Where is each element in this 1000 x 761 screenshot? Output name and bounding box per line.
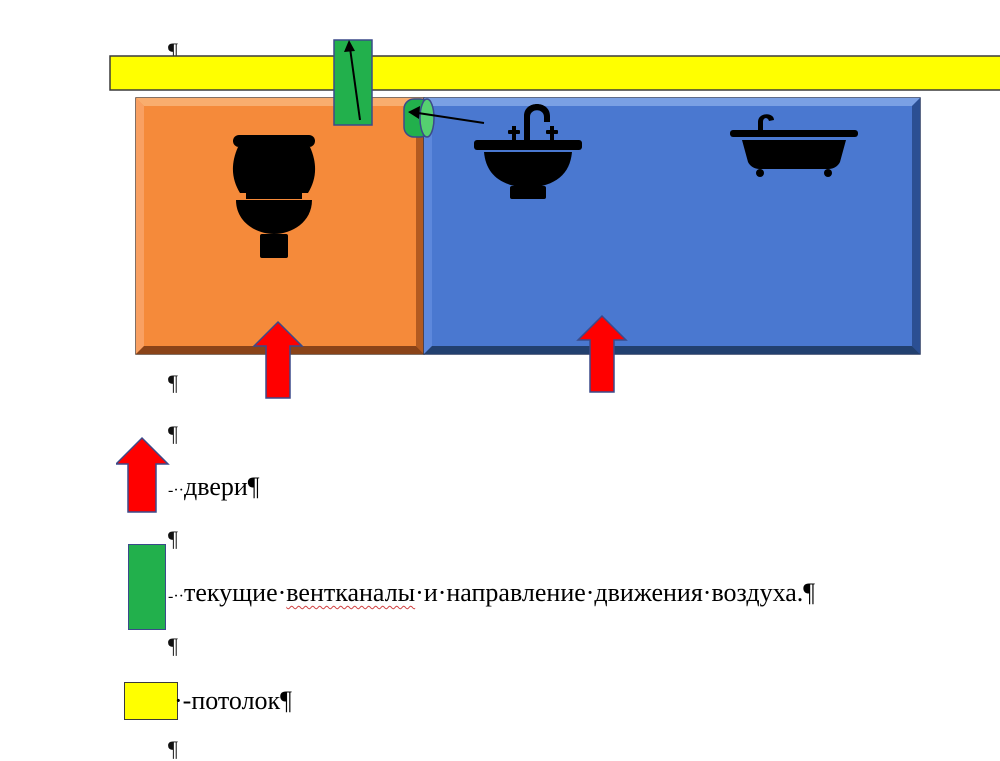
paragraph-mark-1: ¶ [168,38,178,63]
legend-ceiling-prefix: ·- [174,686,192,715]
airflow-arrow-up [344,40,361,121]
legend-doors-label: -··двери¶ [168,474,260,500]
ceiling-bar [109,55,1000,91]
vent-channel-vertical [333,39,373,126]
door-arrow-toilet [252,320,304,399]
paragraph-mark-3: ¶ [168,421,178,446]
legend-doors-text: двери¶ [183,472,260,501]
legend-vent-swatch [128,544,166,630]
legend-vents-label: -··текущие·вентканалы·и·направление·движ… [168,580,815,606]
door-arrow-bathroom [576,314,628,393]
legend-vents-text-after: ·и·направление·движения·воздуха.¶ [415,578,816,607]
paragraph-mark-2: ¶ [168,370,178,395]
legend-vents-misspelled-word[interactable]: вентканалы [286,578,416,607]
floor-plan-diagram [109,39,1000,399]
toilet-icon [232,135,316,258]
vent-channel-round [403,98,435,138]
paragraph-mark-4: ¶ [168,526,178,551]
legend-vents-prefix: -·· [168,588,184,605]
paragraph-mark-5: ¶ [168,633,178,658]
sink-icon [474,104,582,199]
paragraph-mark-6: ¶ [168,736,178,761]
airflow-arrow-left [408,106,485,124]
legend-ceiling-label: ·-потолок¶ [174,688,292,714]
legend-ceiling-text: потолок¶ [191,686,292,715]
bathtub-icon [730,114,858,177]
legend-ceiling-swatch [124,682,178,720]
legend-door-arrow-icon [116,436,170,513]
legend-vents-text-before: текущие· [183,578,287,607]
legend-doors-prefix: -·· [168,482,184,499]
